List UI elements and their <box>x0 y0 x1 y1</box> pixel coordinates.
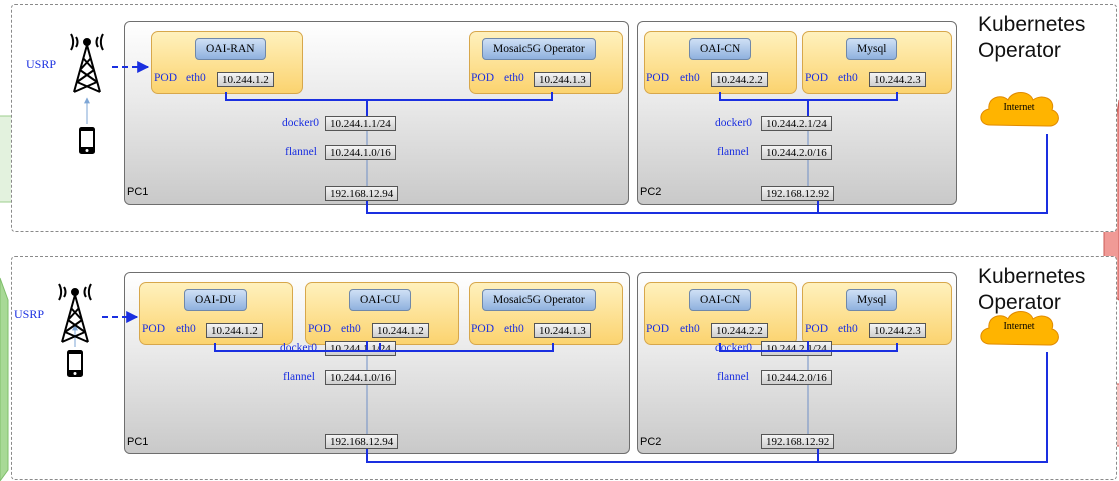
iface-label: eth0 <box>504 72 524 84</box>
pod-ip: 10.244.1.2 <box>372 323 429 338</box>
left-arrow-bottom <box>0 277 9 481</box>
flannel-label: flannel <box>283 371 315 383</box>
docker0-ip: 10.244.2.1/24 <box>761 116 832 131</box>
pod-ip: 10.244.1.3 <box>534 72 591 87</box>
usrp-label: USRP <box>14 307 45 321</box>
pod-title-oai-cn: OAI-CN <box>689 38 752 60</box>
pod-title-oai-cn: OAI-CN <box>689 289 752 311</box>
pod-title-mosaic5g-operator: Mosaic5G Operator <box>482 38 596 60</box>
iface-label: eth0 <box>838 323 858 335</box>
operator-text: Kubernetes Operator <box>978 13 1086 62</box>
iface-label: eth0 <box>680 72 700 84</box>
pod-label: POD <box>646 72 670 84</box>
pod-ip: 10.244.2.3 <box>869 323 926 338</box>
iface-label: eth0 <box>186 72 206 84</box>
kubernetes-operator-label: Kubernetes Operator <box>978 12 1118 64</box>
pc2-label: PC2 <box>640 436 662 448</box>
pod-ip: 10.244.2.2 <box>711 323 768 338</box>
pod-label: POD <box>471 72 495 84</box>
flannel-label: flannel <box>717 146 749 158</box>
cloud-icon <box>980 92 1059 127</box>
pc1-label: PC1 <box>127 436 149 448</box>
pod-label: POD <box>142 323 166 335</box>
docker0-label: docker0 <box>715 117 753 129</box>
flannel-ip: 10.244.2.0/16 <box>761 145 832 160</box>
docker0-label: docker0 <box>715 342 753 354</box>
pod-label: POD <box>805 72 829 84</box>
internet-cloud: Internet <box>976 306 1062 352</box>
cloud-icon <box>980 311 1059 346</box>
docker0-label: docker0 <box>282 117 320 129</box>
iface-label: eth0 <box>504 323 524 335</box>
flannel-ip: 10.244.1.0/16 <box>325 370 396 385</box>
pod-title-mysql: Mysql <box>846 289 898 311</box>
pod-title-oai-du: OAI-DU <box>184 289 247 311</box>
pod-label: POD <box>471 323 495 335</box>
host-ip: 192.168.12.94 <box>325 186 399 201</box>
flannel-label: flannel <box>285 146 317 158</box>
pod-label: POD <box>308 323 332 335</box>
docker0-ip: 10.244.2.1/24 <box>761 341 832 356</box>
pod-ip: 10.244.1.2 <box>217 72 274 87</box>
pod-ip: 10.244.1.3 <box>534 323 591 338</box>
usrp-label: USRP <box>26 57 57 71</box>
pc2-label: PC2 <box>640 186 662 198</box>
flannel-label: flannel <box>717 371 749 383</box>
pod-label: POD <box>646 323 670 335</box>
internet-cloud: Internet <box>976 87 1062 133</box>
host-ip: 192.168.12.94 <box>325 434 399 449</box>
docker0-ip: 10.244.1.1/24 <box>325 341 396 356</box>
flannel-ip: 10.244.1.0/16 <box>325 145 396 160</box>
iface-label: eth0 <box>838 72 858 84</box>
kubernetes-operator-label: Kubernetes Operator <box>978 264 1118 316</box>
docker0-ip: 10.244.1.1/24 <box>325 116 396 131</box>
operator-text: Kubernetes Operator <box>978 265 1086 314</box>
iface-label: eth0 <box>176 323 196 335</box>
iface-label: eth0 <box>341 323 361 335</box>
internet-label: Internet <box>1003 321 1035 332</box>
host-ip: 192.168.12.92 <box>761 434 835 449</box>
pod-title-mysql: Mysql <box>846 38 898 60</box>
pod-title-oai-cu: OAI-CU <box>349 289 412 311</box>
pc1-label: PC1 <box>127 186 149 198</box>
pod-ip: 10.244.1.2 <box>206 323 263 338</box>
pod-ip: 10.244.2.3 <box>869 72 926 87</box>
pod-ip: 10.244.2.2 <box>711 72 768 87</box>
iface-label: eth0 <box>680 323 700 335</box>
internet-label: Internet <box>1003 102 1035 113</box>
flannel-ip: 10.244.2.0/16 <box>761 370 832 385</box>
pod-title-mosaic5g-operator: Mosaic5G Operator <box>482 289 596 311</box>
docker0-label: docker0 <box>280 342 318 354</box>
pod-title-oai-ran: OAI-RAN <box>195 38 266 60</box>
host-ip: 192.168.12.92 <box>761 186 835 201</box>
pod-label: POD <box>805 323 829 335</box>
pod-label: POD <box>154 72 178 84</box>
